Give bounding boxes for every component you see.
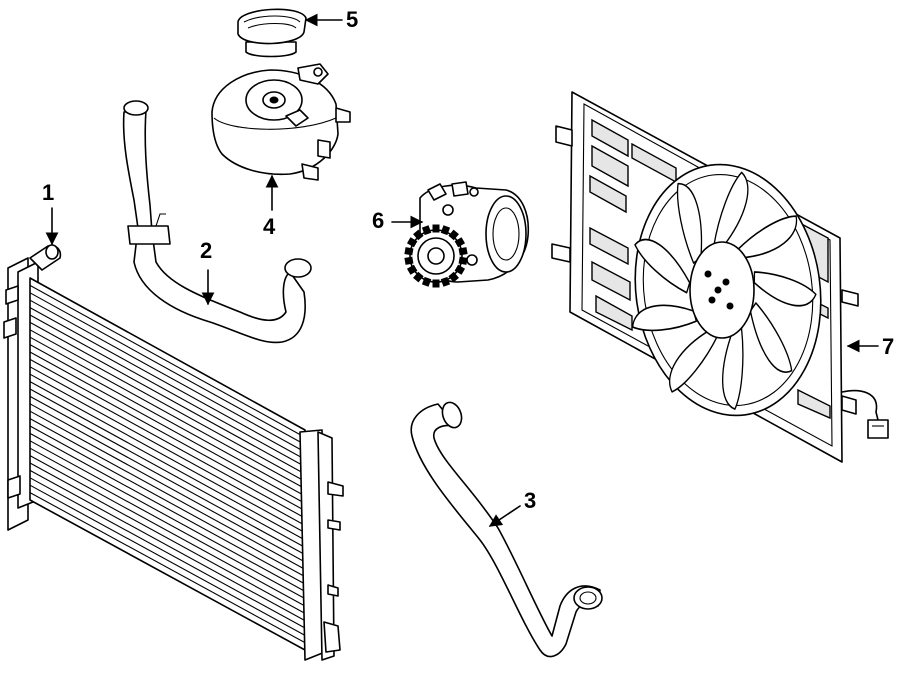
upper-radiator-hose: [122, 100, 312, 344]
callout-5: 5: [346, 7, 359, 32]
callout-4: 4: [263, 214, 276, 239]
water-pump: [404, 181, 530, 288]
callout-3: 3: [524, 488, 537, 513]
callout-6: 6: [372, 208, 385, 233]
arrow-3: [488, 505, 521, 527]
callout-7: 7: [882, 334, 895, 359]
callout-2: 2: [200, 238, 213, 263]
radiator: [3, 244, 344, 661]
expansion-tank-cap: [237, 8, 307, 58]
callout-1: 1: [42, 180, 55, 205]
leader-arrows: [45, 13, 879, 527]
expansion-tank: [211, 63, 351, 181]
lower-radiator-hose: [410, 401, 603, 658]
fan-shroud-assembly: [551, 91, 889, 463]
